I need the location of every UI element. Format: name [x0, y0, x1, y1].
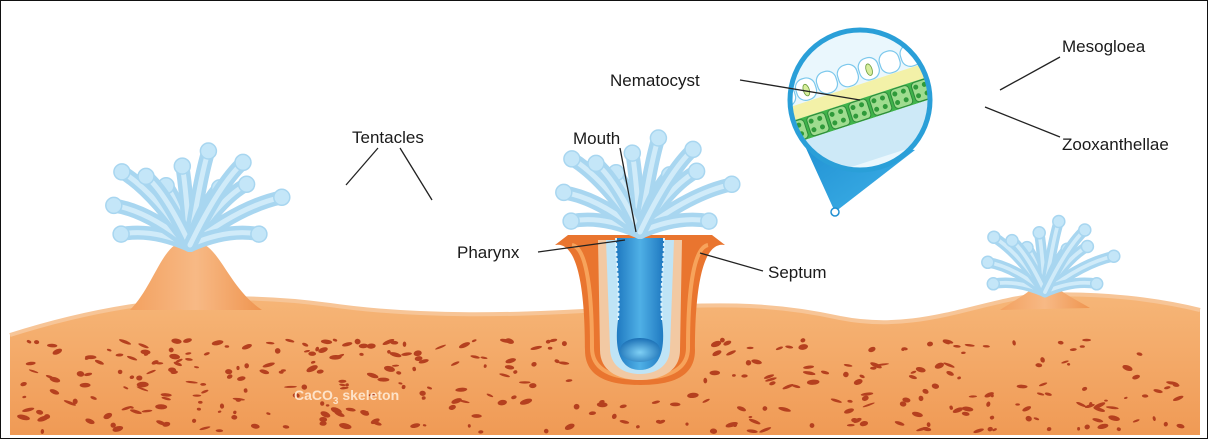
polyp-left-tentacles — [106, 143, 290, 245]
label-tentacles: Tentacles — [352, 128, 424, 147]
label-skeleton-suffix: skeleton — [338, 387, 399, 403]
polyp-left — [106, 143, 290, 310]
label-zooxanthellae: Zooxanthellae — [1062, 135, 1169, 154]
label-mouth: Mouth — [573, 129, 620, 148]
label-nematocyst: Nematocyst — [610, 71, 700, 90]
leader-tentacles-center — [400, 148, 432, 200]
leader-septum — [700, 253, 763, 271]
label-skeleton-prefix: CaCO — [294, 387, 333, 403]
leader-mesogloea — [1000, 57, 1060, 90]
label-pharynx: Pharynx — [457, 243, 520, 262]
leader-zooxanthellae — [985, 107, 1060, 137]
label-mesogloea: Mesogloea — [1062, 37, 1146, 56]
label-septum: Septum — [768, 263, 827, 282]
magnifier — [763, 25, 974, 216]
polyp-right-tentacles — [982, 216, 1120, 293]
leader-tentacles-left — [346, 148, 378, 185]
